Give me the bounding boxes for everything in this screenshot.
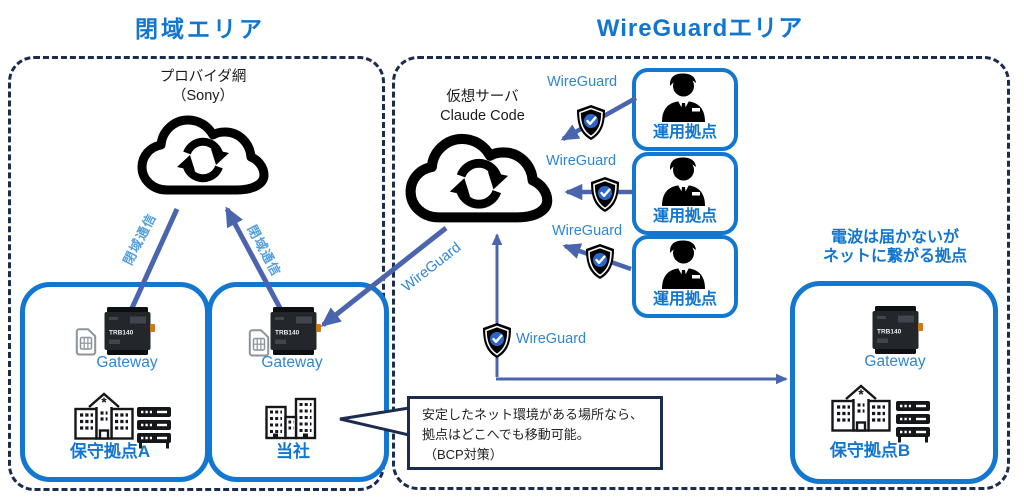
op-site-2-label: 運用拠点 xyxy=(652,208,717,225)
office-buildings-icon xyxy=(265,397,317,440)
person-icon xyxy=(662,157,705,206)
no-radio-note-line1: 電波は届かないが xyxy=(830,229,959,246)
sim-card-icon xyxy=(248,329,270,357)
no-radio-note: 電波は届かないが ネットに繋がる拠点 xyxy=(790,228,1000,266)
callout-tail xyxy=(339,406,411,437)
virtual-server-cloud-label: 仮想サーバ Claude Code xyxy=(410,88,555,125)
wireguard-label-bottom: WireGuard xyxy=(516,331,587,347)
bcp-callout-line3: （BCP対策） xyxy=(424,447,503,463)
shield-check-icon xyxy=(584,242,616,281)
virtual-server-label-line2: Claude Code xyxy=(440,107,525,124)
wireguard-label-1: WireGuard xyxy=(547,74,618,90)
site-name-maintenance-b: 保守拠点B xyxy=(829,441,911,460)
wireguard-label-3: WireGuard xyxy=(552,223,623,239)
shield-check-icon xyxy=(589,175,621,214)
gateway-device-icon xyxy=(270,307,321,355)
provider-cloud-label-line1: プロバイダ網 xyxy=(159,69,247,85)
arrow-wireguard-cloud-to-company xyxy=(320,226,448,327)
closed-area-title: 閉域エリア xyxy=(135,16,265,42)
closed-area-region xyxy=(8,56,385,491)
bcp-callout-line1: 安定したネット環境がある場所なら、 xyxy=(422,407,644,422)
wireguard-area-region xyxy=(392,56,1010,490)
wireguard-area-title: WireGuardエリア xyxy=(596,15,804,42)
person-icon xyxy=(662,73,705,122)
bcp-callout: 安定したネット環境がある場所なら、 拠点はどこへでも移動可能。 （BCP対策） xyxy=(407,396,663,470)
site-name-maintenance-a: 保守拠点A xyxy=(69,442,151,461)
bcp-callout-line2: 拠点はどこへでも移動可能。 xyxy=(422,427,590,443)
shield-check-icon xyxy=(481,321,513,360)
hospital-building-icon xyxy=(73,392,135,441)
site-name-our-company: 当社 xyxy=(276,442,310,461)
arrow-company-to-provider xyxy=(224,206,283,310)
wireguard-label-2: WireGuard xyxy=(546,153,617,169)
shield-check-icon xyxy=(575,103,607,142)
virtual-server-cloud-icon xyxy=(411,139,548,217)
gateway-label-site-a: Gateway xyxy=(96,354,158,371)
gateway-device-icon xyxy=(104,307,155,355)
op-site-1-label: 運用拠点 xyxy=(652,124,717,141)
gateway-label-company: Gateway xyxy=(261,354,323,371)
provider-cloud-icon xyxy=(142,120,264,190)
gateway-device-icon xyxy=(872,306,923,354)
virtual-server-label-line1: 仮想サーバ xyxy=(446,89,519,105)
gateway-label-site-b: Gateway xyxy=(864,353,926,370)
person-icon xyxy=(662,240,705,289)
hospital-building-icon xyxy=(830,384,892,433)
sim-card-icon xyxy=(75,328,97,356)
op-site-3-label: 運用拠点 xyxy=(652,291,717,308)
provider-cloud-label-line2: （Sony） xyxy=(171,87,235,104)
provider-cloud-label: プロバイダ網 （Sony） xyxy=(133,68,273,105)
no-radio-note-line2: ネットに繋がる拠点 xyxy=(822,248,967,266)
